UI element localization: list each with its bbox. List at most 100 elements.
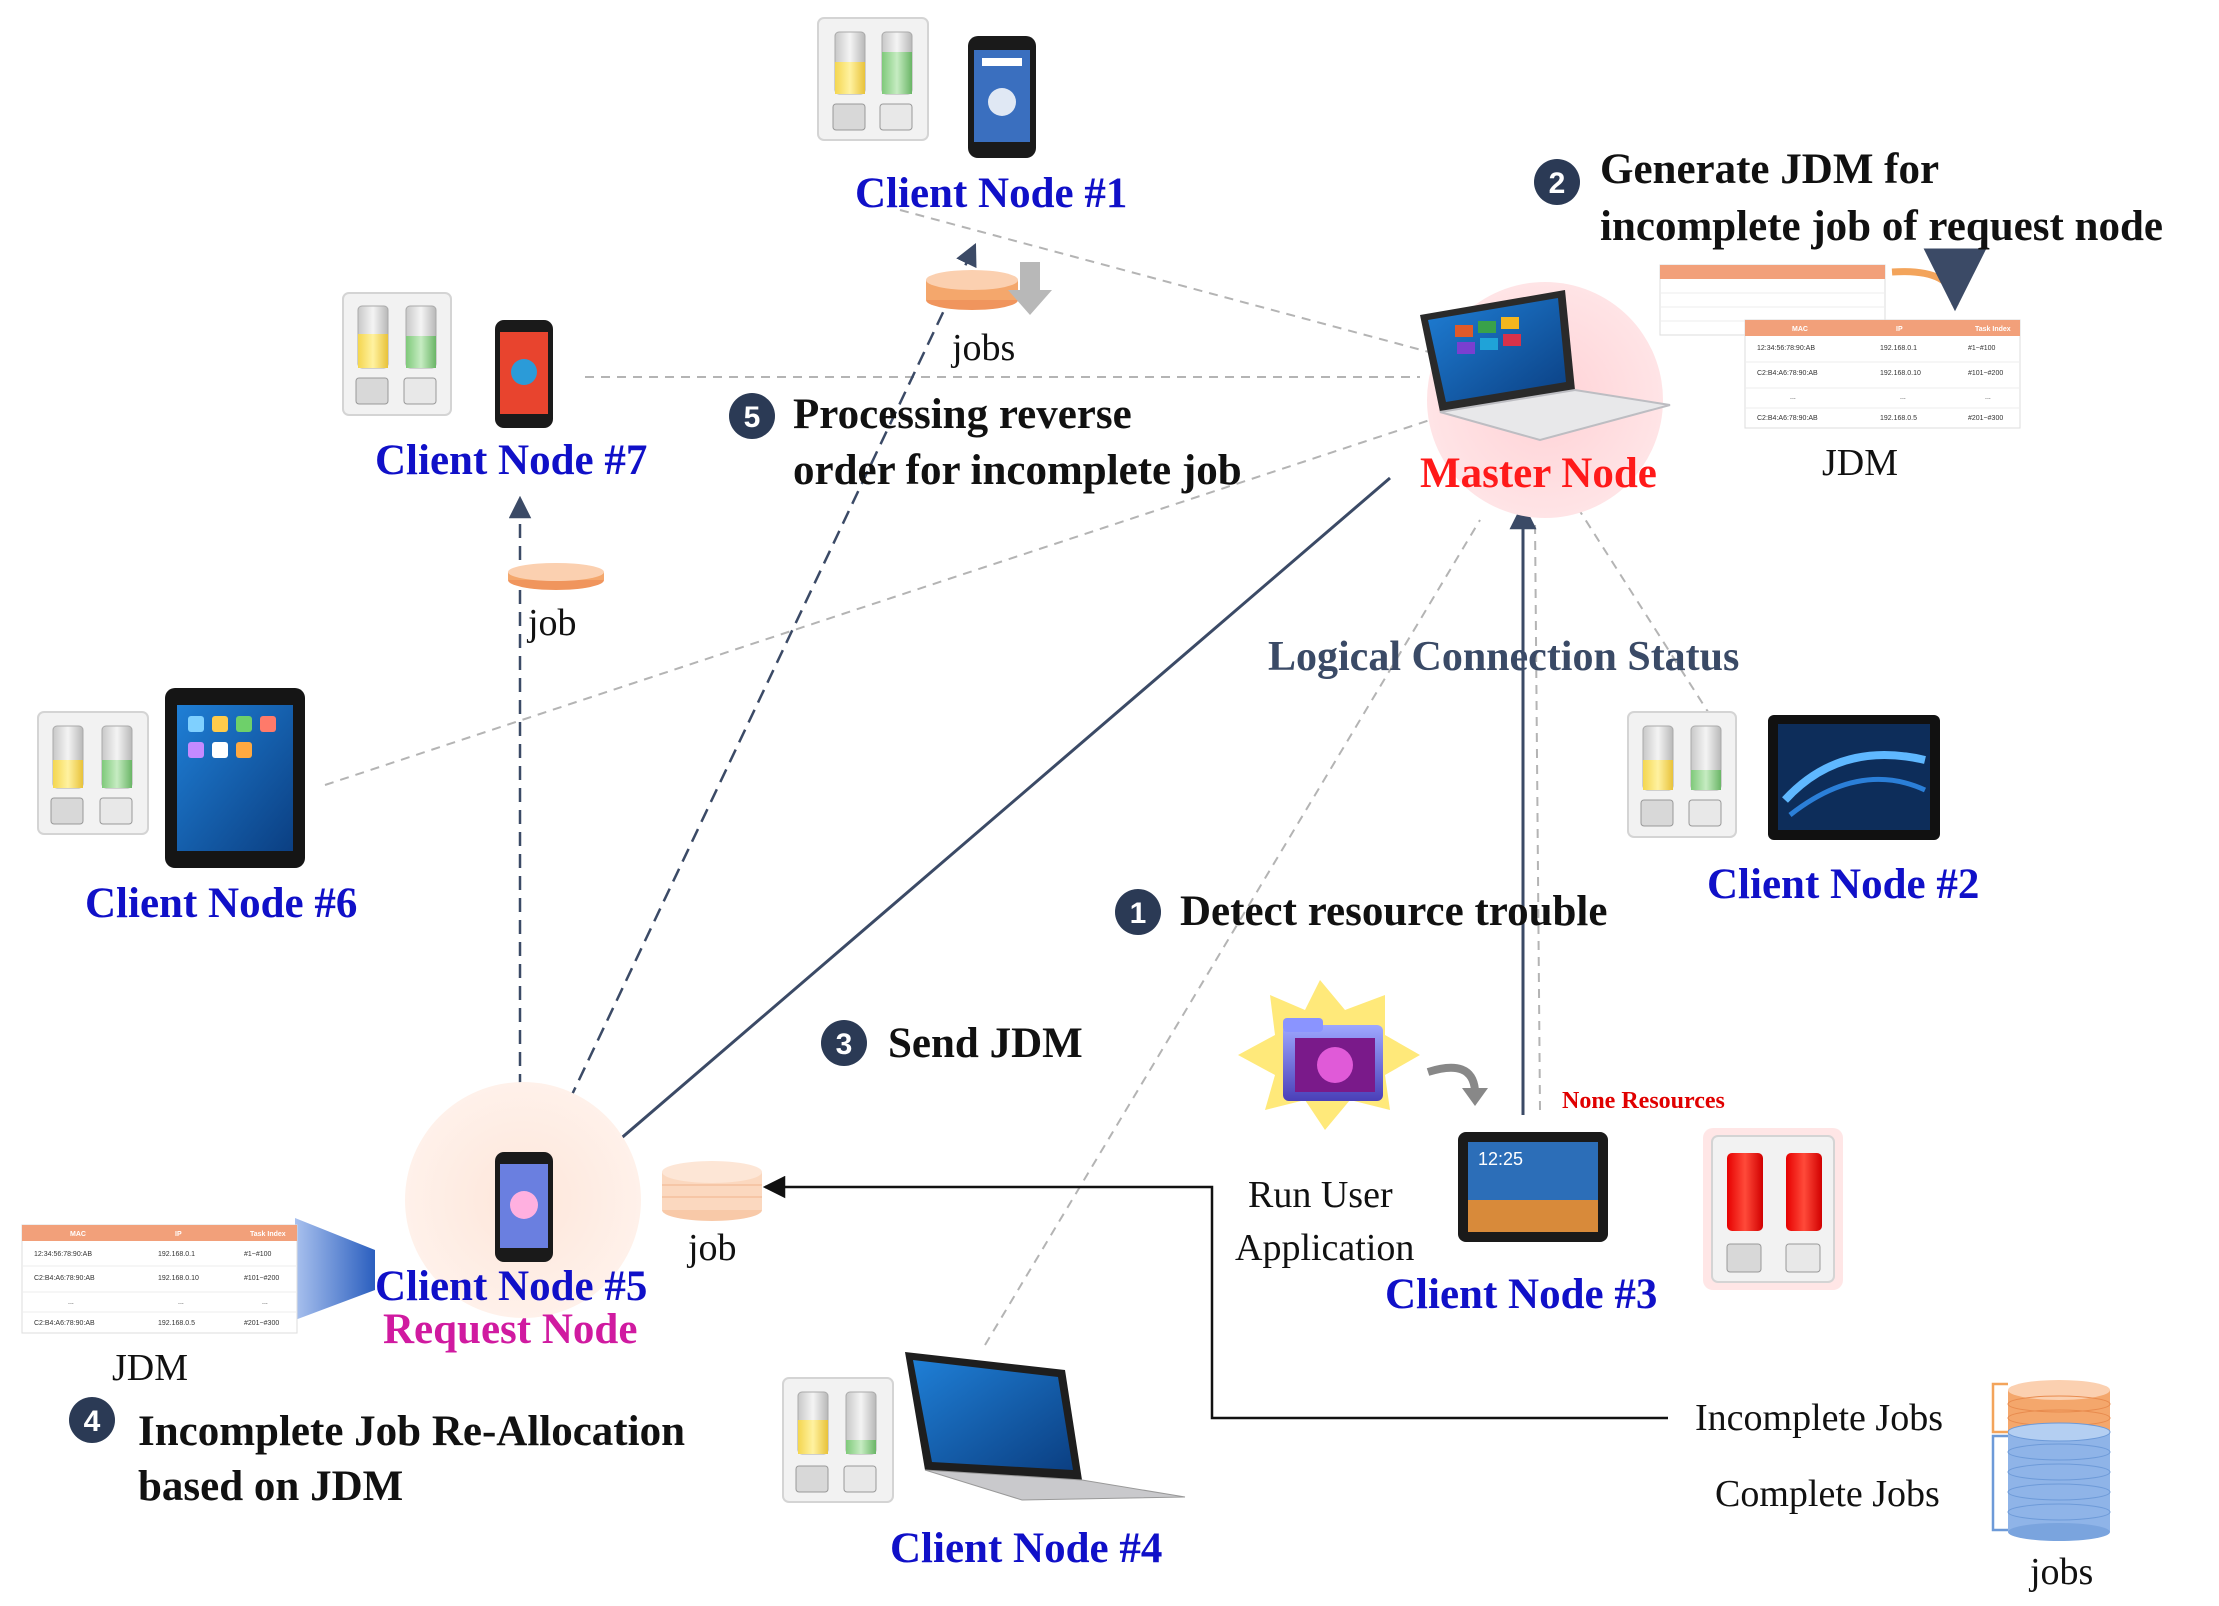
- svg-text:Generate JDM for: Generate JDM for: [1600, 146, 1939, 193]
- svg-text:C2:B4:A6:78:90:AB: C2:B4:A6:78:90:AB: [34, 1320, 95, 1327]
- link-client1-master: [899, 209, 1441, 356]
- client-node-3[interactable]: 12:25 None Resources Client Node #3: [1385, 1088, 1843, 1318]
- client-node-1-label: Client Node #1: [855, 170, 1127, 217]
- svg-text:MAC: MAC: [70, 1231, 86, 1238]
- incomplete-bracket: [1991, 1382, 2008, 1434]
- svg-text:192.168.0.5: 192.168.0.5: [1880, 415, 1917, 422]
- master-node[interactable]: Master Node: [1420, 282, 1671, 518]
- client-node-4-label: Client Node #4: [890, 1525, 1162, 1572]
- client-node-7[interactable]: Client Node #7: [342, 292, 647, 484]
- svg-text:#201~#300: #201~#300: [244, 1320, 279, 1327]
- client-node-7-label: Client Node #7: [375, 437, 647, 484]
- step-5-badge: [729, 393, 775, 439]
- arrow-reverse-order: [558, 242, 977, 1121]
- svg-text:12:34:56:78:90:AB: 12:34:56:78:90:AB: [34, 1251, 92, 1258]
- smartphone-icon: [968, 36, 1036, 158]
- resource-panel-icon: [817, 17, 929, 141]
- job-request: job: [662, 1161, 762, 1269]
- down-arrow-icon: [1008, 262, 1052, 315]
- client-node-3-label: Client Node #3: [1385, 1271, 1657, 1318]
- folder-icon: [1283, 1018, 1383, 1101]
- tablet-icon: [165, 688, 305, 868]
- svg-text:Incomplete Job Re-Allocation: Incomplete Job Re-Allocation: [138, 1408, 685, 1455]
- svg-text:IP: IP: [1896, 326, 1903, 333]
- client-node-2-label: Client Node #2: [1707, 861, 1979, 908]
- laptop-icon: [1420, 290, 1671, 442]
- link-client6-master: [324, 419, 1431, 786]
- svg-text:#1~#100: #1~#100: [244, 1251, 272, 1258]
- step-1-badge: [1115, 889, 1161, 935]
- svg-text:Processing reverse: Processing reverse: [793, 391, 1132, 438]
- flow-arrows: [508, 242, 1668, 1420]
- complete-bracket: [1991, 1434, 2008, 1532]
- job-request-label: job: [686, 1227, 737, 1269]
- svg-text:Task Index: Task Index: [1975, 326, 2011, 333]
- step-1-detect-trouble: 1 Detect resource trouble: [1115, 888, 1607, 935]
- svg-text:MAC: MAC: [1792, 326, 1808, 333]
- svg-text:192.168.0.1: 192.168.0.1: [158, 1251, 195, 1258]
- jdm-table-master: MAC IP Task Index 12:34:56:78:90:AB 192.…: [1659, 248, 2021, 484]
- step-3-badge: [821, 1020, 867, 1066]
- laptop-icon: [905, 1352, 1186, 1501]
- step-4-reallocation: 4 Incomplete Job Re-Allocation based on …: [69, 1397, 685, 1510]
- job-client7: job: [508, 563, 604, 644]
- step-2-generate-jdm: 2 Generate JDM for incomplete job of req…: [1534, 146, 2163, 250]
- tablet-icon: 12:25: [1458, 1132, 1608, 1242]
- svg-text:...: ...: [178, 1299, 184, 1306]
- svg-text:order for incomplete job: order for incomplete job: [793, 447, 1242, 494]
- client-node-5-request[interactable]: Client Node #5 Request Node: [375, 1082, 647, 1353]
- svg-text:C2:B4:A6:78:90:AB: C2:B4:A6:78:90:AB: [1757, 370, 1818, 377]
- tablet-icon: [1768, 715, 1940, 840]
- jobs-top-label: jobs: [950, 327, 1015, 369]
- jdm-master-label: JDM: [1822, 442, 1898, 484]
- svg-text:#201~#300: #201~#300: [1968, 415, 2003, 422]
- svg-text:C2:B4:A6:78:90:AB: C2:B4:A6:78:90:AB: [1757, 415, 1818, 422]
- client-node-4[interactable]: Client Node #4: [782, 1352, 1186, 1572]
- client-node-2[interactable]: Client Node #2: [1627, 711, 1979, 908]
- svg-text:...: ...: [1790, 394, 1796, 401]
- resource-panel-icon: [37, 711, 149, 835]
- job-stack-legend: Incomplete Jobs Complete Jobs jobs: [1695, 1380, 2111, 1593]
- svg-text:IP: IP: [175, 1231, 182, 1238]
- arrow-send-jdm: [587, 476, 1391, 1167]
- svg-text:5: 5: [744, 401, 761, 434]
- svg-text:12:25: 12:25: [1478, 1149, 1523, 1169]
- svg-text:192.168.0.5: 192.168.0.5: [158, 1320, 195, 1327]
- job-stack-top: jobs: [926, 262, 1052, 369]
- svg-text:...: ...: [262, 1299, 268, 1306]
- svg-text:...: ...: [68, 1299, 74, 1306]
- svg-text:Detect resource trouble: Detect resource trouble: [1180, 888, 1607, 935]
- logical-connection-lines: [324, 209, 1711, 1346]
- step-5-reverse-order: 5 Processing reverse order for incomplet…: [729, 391, 1242, 494]
- svg-text:192.168.0.10: 192.168.0.10: [158, 1275, 199, 1282]
- step-2-badge: [1534, 159, 1580, 205]
- client-node-1[interactable]: Client Node #1: [817, 17, 1127, 217]
- svg-text:3: 3: [836, 1028, 853, 1061]
- svg-text:#101~#200: #101~#200: [244, 1275, 279, 1282]
- svg-text:incomplete job of request node: incomplete job of request node: [1600, 203, 2163, 250]
- arrow-incomplete-jobs: [762, 1175, 1668, 1420]
- svg-text:C2:B4:A6:78:90:AB: C2:B4:A6:78:90:AB: [34, 1275, 95, 1282]
- svg-text:Task Index: Task Index: [250, 1231, 286, 1238]
- svg-text:192.168.0.1: 192.168.0.1: [1880, 345, 1917, 352]
- run-user-application: Run User Application: [1235, 980, 1488, 1269]
- smartphone-icon: [495, 320, 553, 428]
- jdm-result-table: MAC IP Task Index 12:34:56:78:90:AB 192.…: [1744, 319, 2021, 429]
- master-node-label: Master Node: [1420, 450, 1657, 497]
- link-client2-master: [1559, 479, 1711, 716]
- svg-text:Send JDM: Send JDM: [888, 1020, 1083, 1067]
- client-node-6-label: Client Node #6: [85, 880, 357, 927]
- resource-panel-icon: [342, 292, 452, 416]
- logical-connection-status-label: Logical Connection Status: [1268, 634, 1739, 680]
- svg-text:Application: Application: [1235, 1227, 1414, 1269]
- smartphone-icon: [495, 1152, 553, 1262]
- jobs-stack-label: jobs: [2028, 1551, 2093, 1593]
- client-node-6[interactable]: Client Node #6: [37, 688, 357, 927]
- resource-panel-icon: [1627, 711, 1737, 838]
- link-client4-master: [984, 519, 1481, 1346]
- svg-text:12:34:56:78:90:AB: 12:34:56:78:90:AB: [1757, 345, 1815, 352]
- none-resources-label: None Resources: [1562, 1088, 1725, 1114]
- svg-text:...: ...: [1985, 394, 1991, 401]
- jdm-request-label: JDM: [112, 1347, 188, 1389]
